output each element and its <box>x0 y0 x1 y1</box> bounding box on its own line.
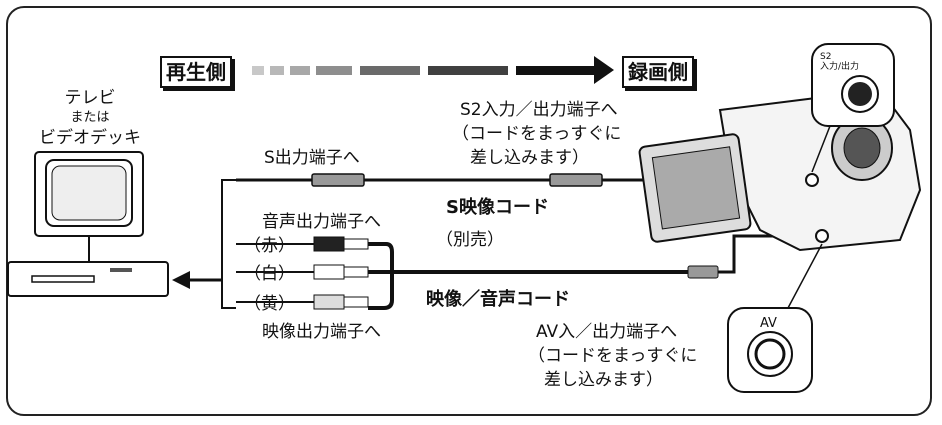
av-cord-label: 映像／音声コード <box>426 289 570 310</box>
av-inset-label: AV <box>760 316 777 331</box>
s2-terminal-note-2: 差し込みます） <box>470 148 589 168</box>
video-output-label: 映像出力端子へ <box>262 322 381 342</box>
av-terminal-note-2: 差し込みます） <box>544 370 663 390</box>
s-video-cord-label: S映像コード <box>446 197 549 218</box>
av-terminal-label: AV入／出力端子へ <box>536 322 678 342</box>
s2-terminal-label: S2入力／出力端子へ <box>460 100 618 120</box>
rca-plugs <box>236 234 800 310</box>
destination-side-label: 録画側 <box>622 56 694 88</box>
white-plug-label: （白） <box>244 264 295 284</box>
tv-label: テレビ <box>64 88 116 108</box>
s-video-cable <box>236 173 790 187</box>
s2-terminal-note-1: （コードをまっすぐに <box>452 124 622 144</box>
camcorder-illustration <box>638 88 922 252</box>
audio-output-label: 音声出力端子へ <box>262 212 381 232</box>
yellow-plug-label: （黄） <box>244 294 295 314</box>
or-label: または <box>70 110 110 125</box>
vcr-label: ビデオデッキ <box>39 128 141 148</box>
av-terminal-inset <box>727 243 823 393</box>
s2-inset-sub-label: 入力/出力 <box>820 62 860 72</box>
source-side-label: 再生側 <box>160 56 232 88</box>
s-output-label: S出力端子へ <box>264 148 360 168</box>
tv-illustration <box>34 151 144 262</box>
red-plug-label: （赤） <box>244 236 295 256</box>
cable-bracket <box>221 179 236 309</box>
diagram-frame <box>6 6 932 416</box>
return-arrow <box>172 271 222 289</box>
s2-terminal-inset <box>811 43 895 173</box>
av-terminal-note-1: （コードをまっすぐに <box>528 346 698 366</box>
vcr-illustration <box>7 261 169 297</box>
sold-separately-label: （別売） <box>436 230 504 250</box>
direction-arrow <box>252 56 614 84</box>
s2-inset-label: S2 <box>820 52 832 62</box>
